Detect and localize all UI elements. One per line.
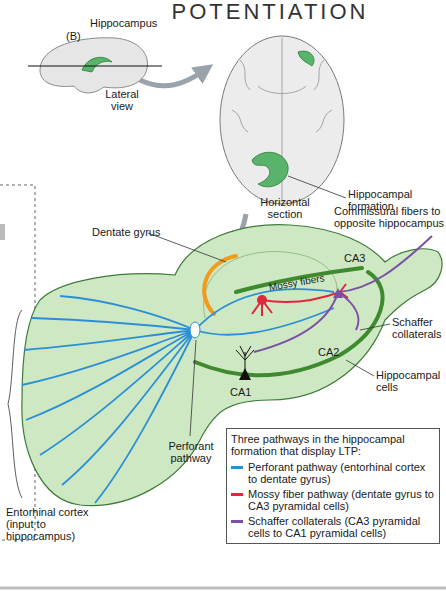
legend-text: Mossy fiber pathway (dentate gyrus to CA… — [248, 488, 435, 512]
legend-heading: Three pathways in the hippocampal format… — [231, 433, 435, 457]
part-label: (B) — [66, 30, 106, 42]
hippocampus-small — [82, 57, 112, 72]
brain-folds — [232, 38, 332, 202]
section-brain — [220, 36, 344, 204]
part-label: CA1 — [230, 386, 270, 398]
legend-row: Schaffer collaterals (CA3 pyramidal cell… — [231, 515, 435, 539]
bottom-rule — [0, 587, 446, 590]
lateral-brain — [40, 38, 148, 93]
legend-text: Perforant pathway (entorhinal cortex to … — [248, 461, 435, 485]
legend-swatch — [231, 466, 243, 469]
part-label: Entorhinal cortex (input to hippocampus) — [6, 506, 98, 542]
leader-line — [148, 233, 390, 436]
part-label: CA3 — [344, 252, 384, 264]
legend-swatch — [231, 493, 243, 496]
ca1-neuron — [239, 368, 251, 380]
part-label: Dentate gyrus — [92, 226, 182, 238]
legend-swatch — [231, 520, 243, 523]
part-label: Lateral view — [98, 88, 146, 112]
hippocampus-section — [252, 152, 288, 187]
granule-cell — [257, 295, 267, 305]
part-label: Hippocampus — [90, 17, 180, 29]
part-label: Schaffer collaterals — [392, 316, 446, 340]
part-label: Horizontal section — [252, 196, 318, 220]
zoom-arrow — [140, 70, 205, 86]
pyramidal-layer — [195, 268, 383, 375]
page-title: POTENTIATION — [150, 0, 390, 24]
section-plane — [28, 66, 162, 67]
part-label: Commissural fibers to opposite hippocamp… — [334, 205, 446, 229]
leader-line — [288, 176, 346, 198]
legend-row: Mossy fiber pathway (dentate gyrus to CA… — [231, 488, 435, 512]
mossy-fibers — [252, 284, 348, 316]
ca3-neuron — [333, 288, 343, 298]
side-tab — [0, 224, 5, 240]
legend-box: Three pathways in the hippocampal format… — [226, 428, 440, 544]
legend-row: Perforant pathway (entorhinal cortex to … — [231, 461, 435, 485]
bracket — [8, 310, 22, 498]
legend-text: Schaffer collaterals (CA3 pyramidal cell… — [248, 515, 435, 539]
hippocampus-section — [298, 51, 314, 66]
part-label: CA2 — [318, 346, 358, 358]
part-label: Perforant pathway — [160, 440, 222, 464]
part-label: Hippocampal cells — [376, 369, 442, 393]
dentate-granule-layer — [204, 256, 236, 314]
fiber-bundle — [190, 322, 200, 338]
